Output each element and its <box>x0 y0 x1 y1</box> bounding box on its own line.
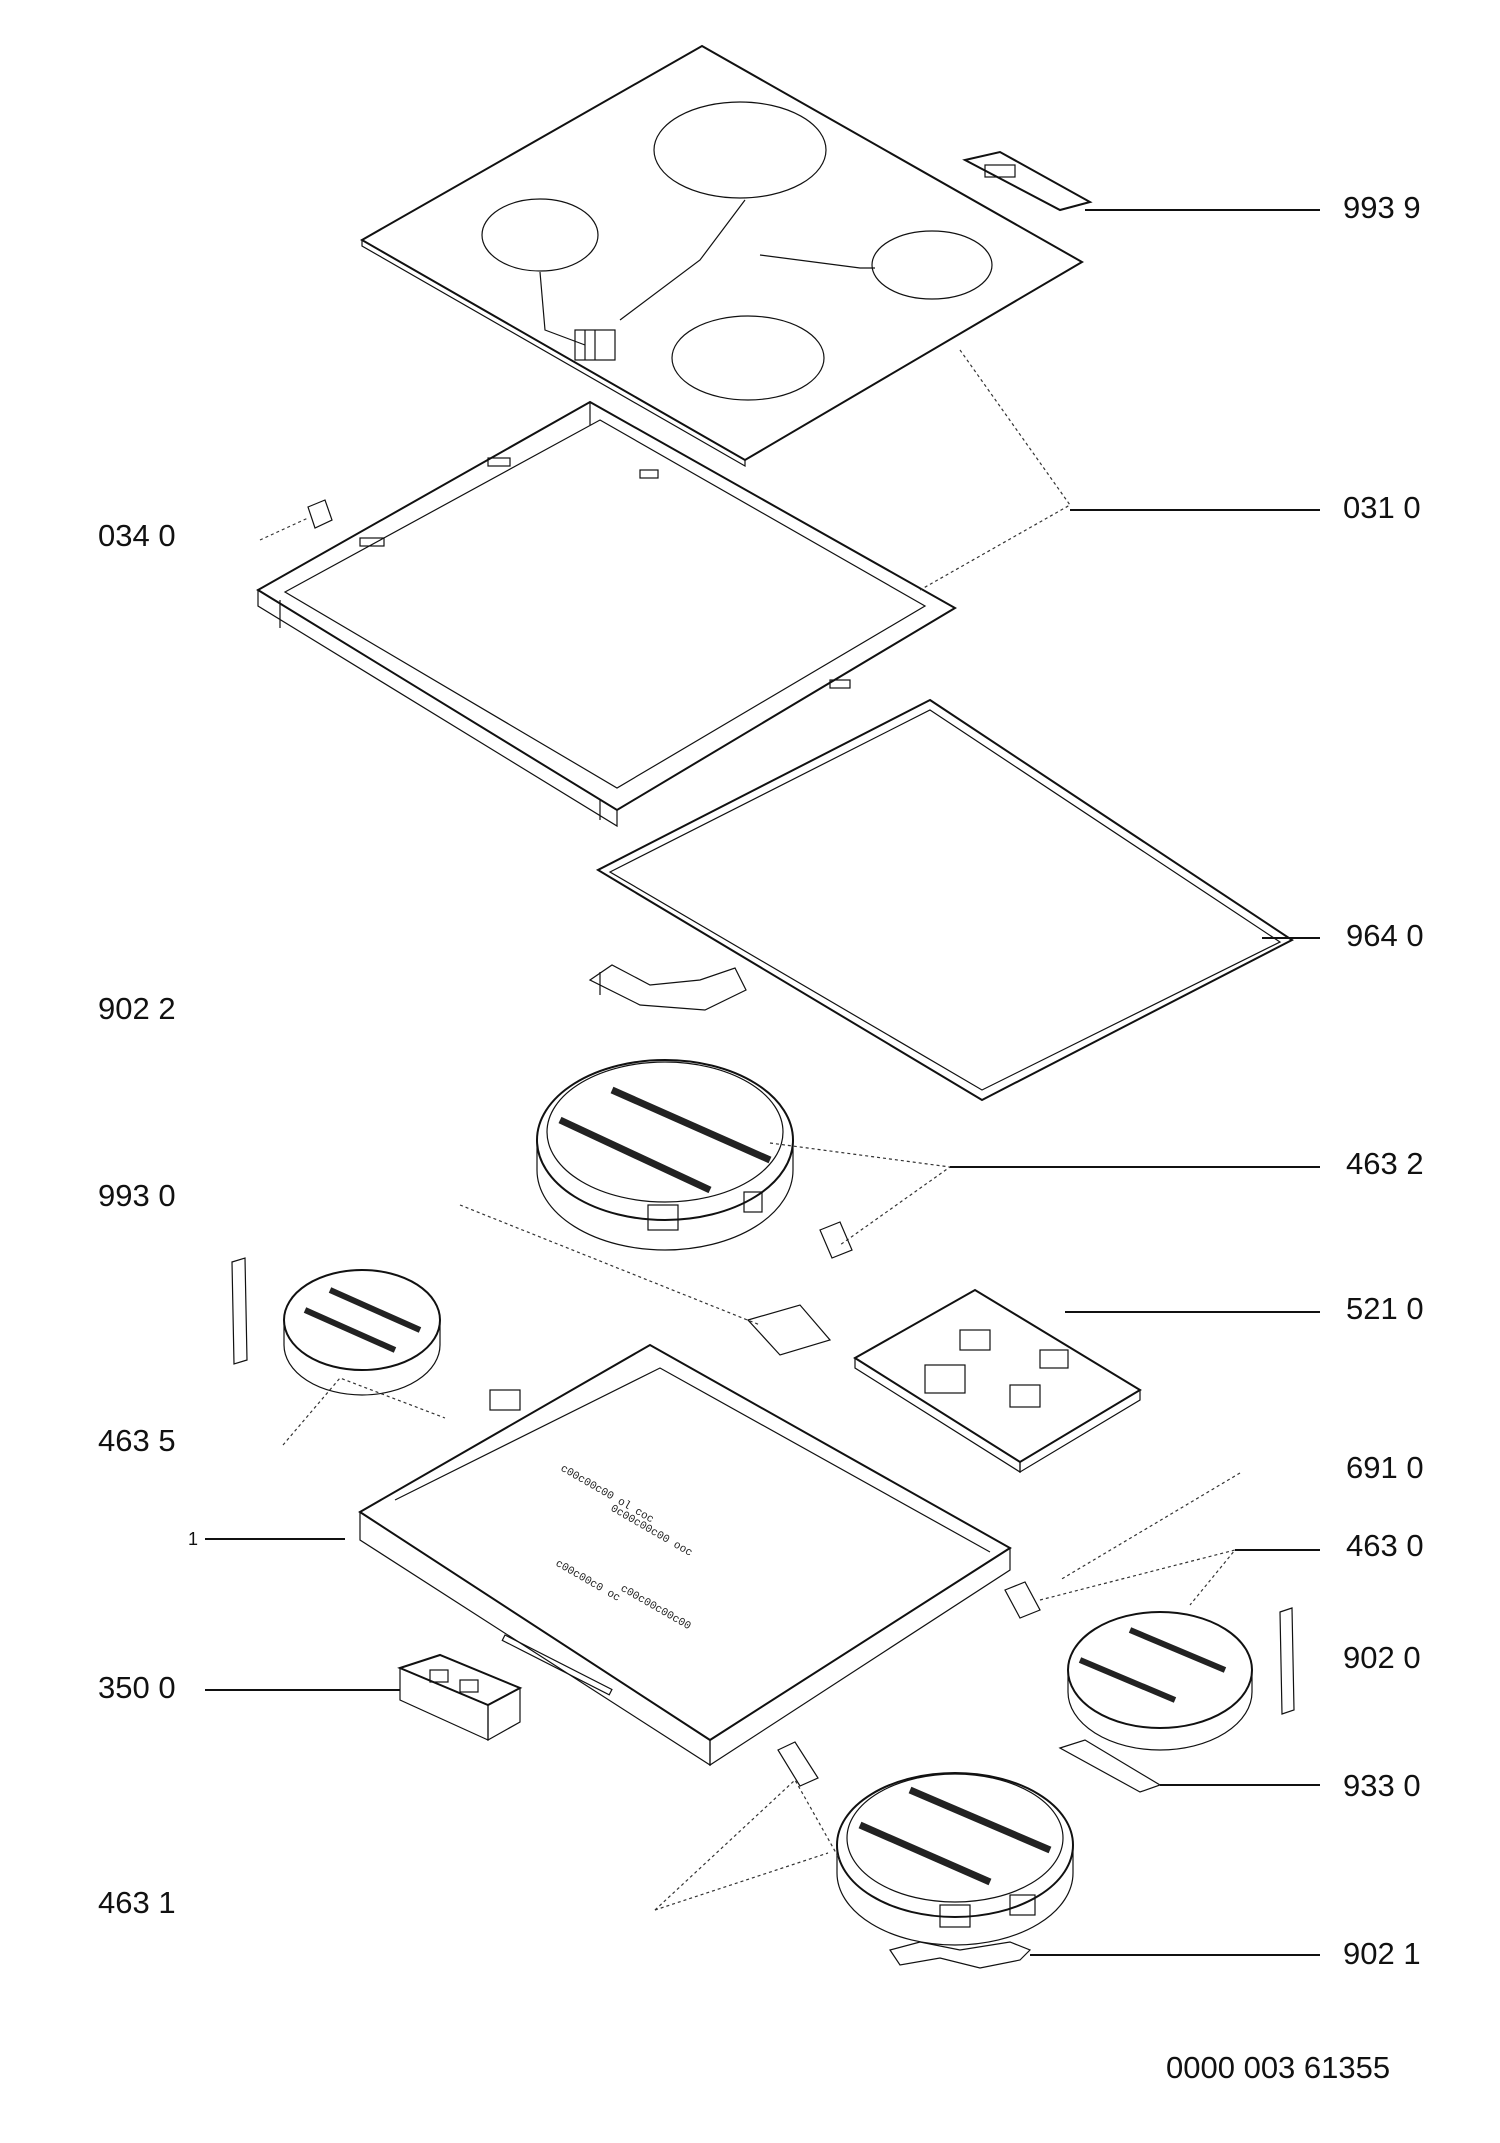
label-463-0: 463 0 <box>1346 1528 1424 1563</box>
bottom-tray-1: c00c00c00 ol coc 0c00c00c00 ooc c00c00c0… <box>205 1343 1012 1767</box>
label-463-2: 463 2 <box>1346 1146 1424 1181</box>
label-350-0: 350 0 <box>98 1670 176 1705</box>
svg-text:c00c00c00c00: c00c00c00c00 <box>618 1583 693 1633</box>
label-902-1: 902 1 <box>1343 1936 1421 1971</box>
label-521-0: 521 0 <box>1346 1291 1424 1326</box>
gasket-964-0 <box>595 698 1320 1102</box>
part-691-0-connector <box>1004 1472 1241 1619</box>
part-933-0-bracket <box>1058 1739 1320 1793</box>
part-993-0-sensor <box>459 1204 832 1356</box>
part-993-9-bracket <box>962 150 1320 212</box>
heating-element-463-1 <box>654 1741 1074 1946</box>
label-993-0: 993 0 <box>98 1178 176 1213</box>
label-902-0: 902 0 <box>1343 1640 1421 1675</box>
label-463-1: 463 1 <box>98 1885 176 1920</box>
label-034-0: 034 0 <box>98 518 176 553</box>
label-933-0: 933 0 <box>1343 1768 1421 1803</box>
part-034-0-clip <box>259 499 333 541</box>
part-902-2-bracket <box>588 964 747 1011</box>
heating-element-463-5 <box>231 1257 521 1446</box>
part-902-1-bracket <box>889 1941 1320 1969</box>
heating-element-463-0 <box>1039 1548 1320 1751</box>
heating-element-463-2 <box>536 1059 1320 1259</box>
label-463-5: 463 5 <box>98 1423 176 1458</box>
label-031-0: 031 0 <box>1343 490 1421 525</box>
document-number: 0000 003 61355 <box>1166 2050 1391 2085</box>
electronics-module-521-0 <box>853 1288 1320 1474</box>
svg-text:c00c00c00 ol coc: c00c00c00 ol coc <box>558 1463 655 1526</box>
label-993-9: 993 9 <box>1343 190 1421 225</box>
tray-printed-text: c00c00c00 ol coc 0c00c00c00 ooc c00c00c0… <box>553 1463 694 1633</box>
label-691-0: 691 0 <box>1346 1450 1424 1485</box>
hob-frame <box>256 349 1320 828</box>
ceramic-hob-top <box>359 44 1084 468</box>
label-1: 1 <box>188 1529 199 1549</box>
svg-text:c00c00c0 oc: c00c00c0 oc <box>553 1558 622 1605</box>
label-964-0: 964 0 <box>1346 918 1424 953</box>
label-902-2: 902 2 <box>98 991 176 1026</box>
terminal-block-350-0 <box>205 1653 523 1742</box>
svg-text:0c00c00c00 ooc: 0c00c00c00 ooc <box>608 1503 694 1560</box>
